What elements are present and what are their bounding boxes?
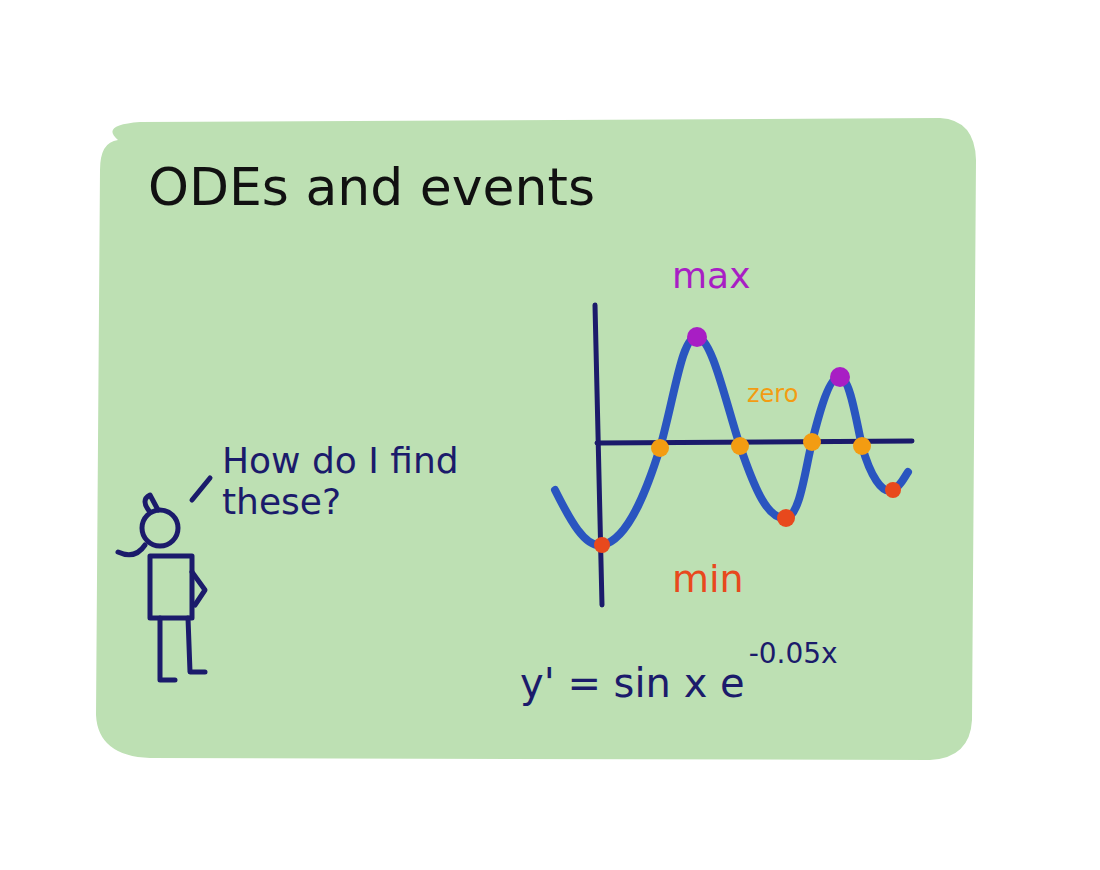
title: ODEs and events <box>148 158 595 218</box>
max-label: max <box>672 255 750 296</box>
panel-ground <box>96 118 976 760</box>
equation-exponent: -0.05x <box>749 638 838 670</box>
min-label: min <box>672 558 744 602</box>
solution-curve <box>555 337 908 545</box>
zero-label: zero <box>745 381 800 409</box>
stick-figure <box>118 478 210 680</box>
event-dots <box>594 327 901 553</box>
speech-text: How do I find these? <box>222 440 522 523</box>
equation: y' = sin x e <box>520 660 745 706</box>
